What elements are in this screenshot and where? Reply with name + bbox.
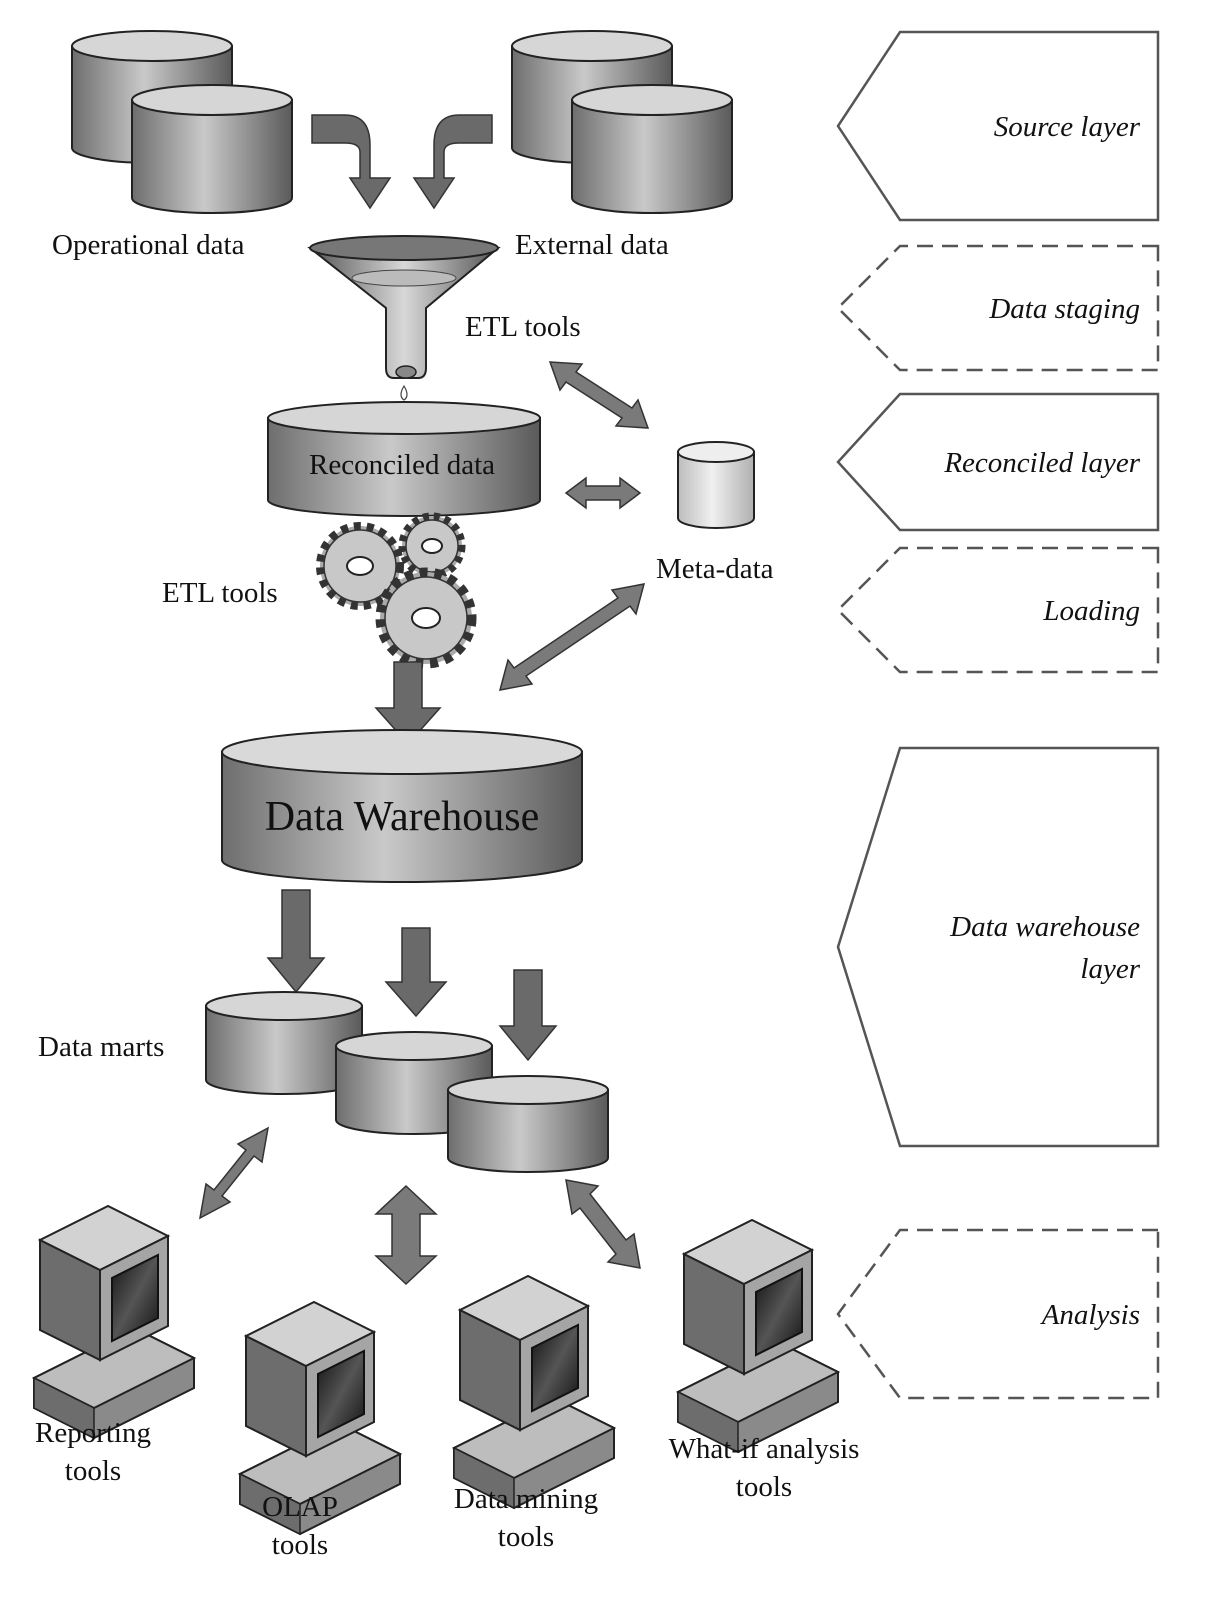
- olap-computer-icon: [237, 1300, 403, 1536]
- label-reconciled-data: Reconciled data: [309, 449, 495, 481]
- label-mining-line2: tools: [498, 1521, 554, 1553]
- layer-tag-shape: [836, 546, 1160, 674]
- layer-tag-label: Analysis: [1040, 1299, 1140, 1331]
- data-mart-cylinder-1: [205, 991, 363, 1095]
- what-if-computer-icon: [675, 1218, 841, 1454]
- arrow-marts-reporting: [198, 1126, 270, 1220]
- label-etl-tools-top: ETL tools: [465, 311, 581, 343]
- operational-data-cylinder-front: [131, 84, 293, 214]
- data-mining-computer-icon: [451, 1274, 617, 1510]
- layer-tag-label: layer: [1080, 953, 1140, 985]
- label-whatif-line1: What-if analysis: [669, 1433, 860, 1465]
- arrow-gears-to-warehouse: [374, 661, 442, 746]
- layer-tag-shape: [836, 392, 1160, 532]
- label-external-data: External data: [515, 229, 669, 261]
- label-mining-line1: Data mining: [454, 1483, 598, 1515]
- label-data-warehouse: Data Warehouse: [265, 794, 540, 840]
- etl-gears-icon: [316, 512, 477, 669]
- label-etl-tools-gears: ETL tools: [162, 577, 278, 609]
- etl-funnel-icon: [307, 235, 501, 420]
- arrow-marts-olap-mining: [374, 1184, 438, 1286]
- arrow-warehouse-to-mart-2: [384, 927, 448, 1018]
- metadata-cylinder: [677, 441, 755, 529]
- label-whatif-line2: tools: [736, 1471, 792, 1503]
- arrow-reconciled-metadata: [564, 476, 642, 510]
- arrow-warehouse-to-mart-1: [266, 889, 326, 994]
- layer-tag-label: Data warehouse: [949, 911, 1140, 943]
- data-mart-cylinder-3: [447, 1075, 609, 1173]
- arrow-etl-metadata: [548, 361, 650, 429]
- arrow-marts-whatif: [565, 1179, 641, 1269]
- layer-tag-shape: [836, 1228, 1160, 1400]
- reporting-computer-icon: [31, 1204, 197, 1440]
- layer-tag-shape: [836, 746, 1160, 1148]
- reconciled-data-cylinder: [267, 401, 541, 517]
- layer-tag-label: Data staging: [988, 293, 1140, 325]
- arrow-operational-to-funnel: [311, 114, 392, 210]
- label-data-marts: Data marts: [38, 1031, 164, 1063]
- data-warehouse-cylinder: [221, 729, 583, 883]
- layer-tag-shape: [836, 244, 1160, 372]
- arrow-external-to-funnel: [412, 114, 493, 210]
- layer-tag-shape: [836, 30, 1160, 222]
- label-olap-line1: OLAP: [262, 1491, 338, 1523]
- arrow-metadata-warehouse: [498, 583, 646, 691]
- arrow-warehouse-to-mart-3: [498, 969, 558, 1062]
- external-data-cylinder-front: [571, 84, 733, 214]
- layer-tag-label: Loading: [1042, 595, 1140, 627]
- layer-tag-label: Reconciled layer: [943, 447, 1140, 479]
- label-metadata: Meta-data: [656, 553, 774, 585]
- label-olap-line2: tools: [272, 1529, 328, 1561]
- label-operational-data: Operational data: [52, 229, 245, 261]
- label-reporting-line1: Reporting: [35, 1417, 151, 1449]
- label-reporting-line2: tools: [65, 1455, 121, 1487]
- layer-tag-label: Source layer: [994, 111, 1141, 143]
